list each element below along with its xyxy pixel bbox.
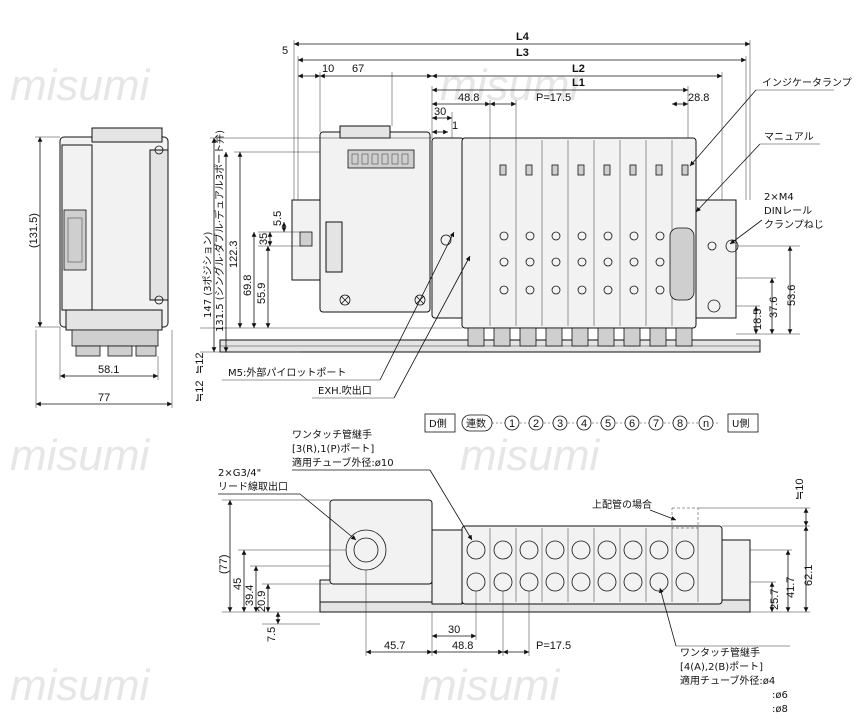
dim-7-5: 7.5	[266, 627, 278, 642]
dim-53-6: 53.6	[786, 285, 798, 306]
side-view-dimensions: (131.5) 58.1 77	[28, 136, 173, 408]
dim-48-8-top: 48.8	[458, 92, 479, 104]
label-manual: マニュアル	[764, 132, 814, 143]
dim-30-top: 30	[434, 106, 446, 118]
label-indicator-lamp: インジケータランプ	[762, 77, 852, 89]
dim-131-5-top: 131.5 (シングル·ダブル·デュアル3ポート弁)	[213, 130, 226, 332]
dim-45-7: 45.7	[384, 640, 405, 652]
label-exh-outlet: EXH.吹出口	[318, 384, 372, 397]
dim-48-8-front: 48.8	[452, 640, 473, 652]
side-view	[59, 127, 169, 357]
dim-approx-12-a: ≒12	[194, 353, 206, 374]
dim-l2: L2	[572, 63, 585, 75]
svg-text:misumi: misumi	[10, 431, 151, 480]
label-tube-od-4: 適用チューブ外径:ø4	[680, 674, 775, 687]
label-one-touch-fitting-2: ワンタッチ管継手	[680, 646, 760, 659]
label-one-touch-fitting-1: ワンタッチ管継手	[292, 428, 372, 441]
svg-text:4: 4	[581, 418, 587, 430]
dim-1: 1	[452, 120, 458, 132]
dim-5-5: 5.5	[272, 211, 284, 226]
dim-20-9: 20.9	[256, 591, 268, 612]
dim-67: 67	[352, 63, 364, 75]
top-view-callouts: インジケータランプ マニュアル 2×M4 DINレール クランプねじ M5:外部…	[222, 77, 852, 399]
label-2xg3-4: 2×G3/4"	[218, 468, 261, 479]
label-2xm4: 2×M4	[764, 192, 794, 203]
label-din-rail: DINレール	[764, 206, 812, 217]
top-view	[219, 125, 761, 353]
label-u-side: U側	[732, 417, 749, 430]
label-station-count: 連数	[466, 417, 486, 430]
label-port-4a-2b: [4(A),2(B)ポート]	[680, 661, 763, 673]
dim-pitch-front: P=17.5	[536, 640, 571, 652]
svg-text:misumi: misumi	[420, 661, 561, 710]
dim-77: 77	[98, 392, 110, 404]
label-top-piping: 上配管の場合	[592, 498, 652, 511]
svg-text:6: 6	[629, 418, 635, 430]
dim-l4: L4	[516, 31, 530, 43]
label-tube-od-10: 適用チューブ外径:ø10	[292, 456, 394, 469]
dim-58-1: 58.1	[98, 364, 119, 376]
valve-stations	[461, 137, 697, 347]
svg-text:5: 5	[605, 418, 611, 430]
front-view-dimensions: (77) 45 39.4 20.9 7.5 30 45.7 48.8 P=17.…	[218, 479, 815, 656]
dim-5: 5	[282, 45, 288, 57]
label-tube-od-8: :ø8	[772, 704, 788, 715]
svg-text:7: 7	[653, 418, 659, 430]
dim-approx-12-b: ≒12	[194, 381, 206, 402]
dim-131-5: (131.5)	[28, 213, 40, 248]
svg-text:2: 2	[533, 418, 539, 430]
dim-69-8: 69.8	[242, 275, 254, 296]
dim-39-4: 39.4	[244, 585, 256, 606]
label-tube-od-6: :ø6	[772, 690, 788, 701]
front-view	[319, 499, 751, 613]
svg-text:misumi: misumi	[10, 661, 151, 710]
dim-147: 147 (3ポジション)	[202, 231, 214, 318]
dim-45: 45	[232, 578, 244, 590]
dim-55-9: 55.9	[256, 283, 268, 304]
svg-text:1: 1	[509, 418, 515, 430]
label-d-side: D側	[429, 417, 447, 430]
top-view-dimensions: L4 L3 5 10 67 L2 L1 48.8 P=17.5 28.8 30 …	[194, 31, 800, 402]
dim-122-3: 122.3	[228, 240, 240, 268]
dim-pitch-top: P=17.5	[536, 92, 571, 104]
front-view-callouts: ワンタッチ管継手 [3(R),1(P)ポート] 適用チューブ外径:ø10 2×G…	[218, 428, 790, 715]
label-clamp-screw: クランプねじ	[764, 219, 824, 231]
label-port-3r-1p: [3(R),1(P)ポート]	[292, 443, 374, 455]
dim-77-front: (77)	[218, 554, 230, 574]
dim-10: 10	[322, 63, 334, 75]
station-numbering: D側 連数 1 2 3 4 5 6 7 8 n U側	[424, 413, 759, 433]
dim-approx-10: ≒10	[794, 479, 806, 500]
label-lead-wire-outlet: リード線取出口	[218, 480, 288, 493]
dim-25-7: 25.7	[769, 589, 781, 610]
dim-l1: L1	[572, 77, 585, 89]
label-m5-ext-pilot: M5:外部パイロットポート	[228, 366, 346, 379]
svg-text:n: n	[703, 418, 709, 430]
dim-37-6: 37.6	[768, 297, 780, 318]
svg-text:misumi: misumi	[10, 61, 151, 110]
dim-18-5: 18.5	[752, 309, 764, 330]
watermark: misumi misumi misumi misumi misumi misum…	[10, 61, 601, 710]
dim-62-1: 62.1	[803, 565, 815, 586]
svg-text:3: 3	[557, 418, 563, 430]
svg-text:misumi: misumi	[460, 431, 601, 480]
dim-30-front: 30	[448, 624, 460, 636]
dim-l3: L3	[516, 47, 529, 59]
dim-41-7: 41.7	[785, 577, 797, 598]
dim-35: 35	[258, 233, 270, 245]
svg-text:8: 8	[677, 418, 683, 430]
dim-28-8: 28.8	[688, 92, 709, 104]
